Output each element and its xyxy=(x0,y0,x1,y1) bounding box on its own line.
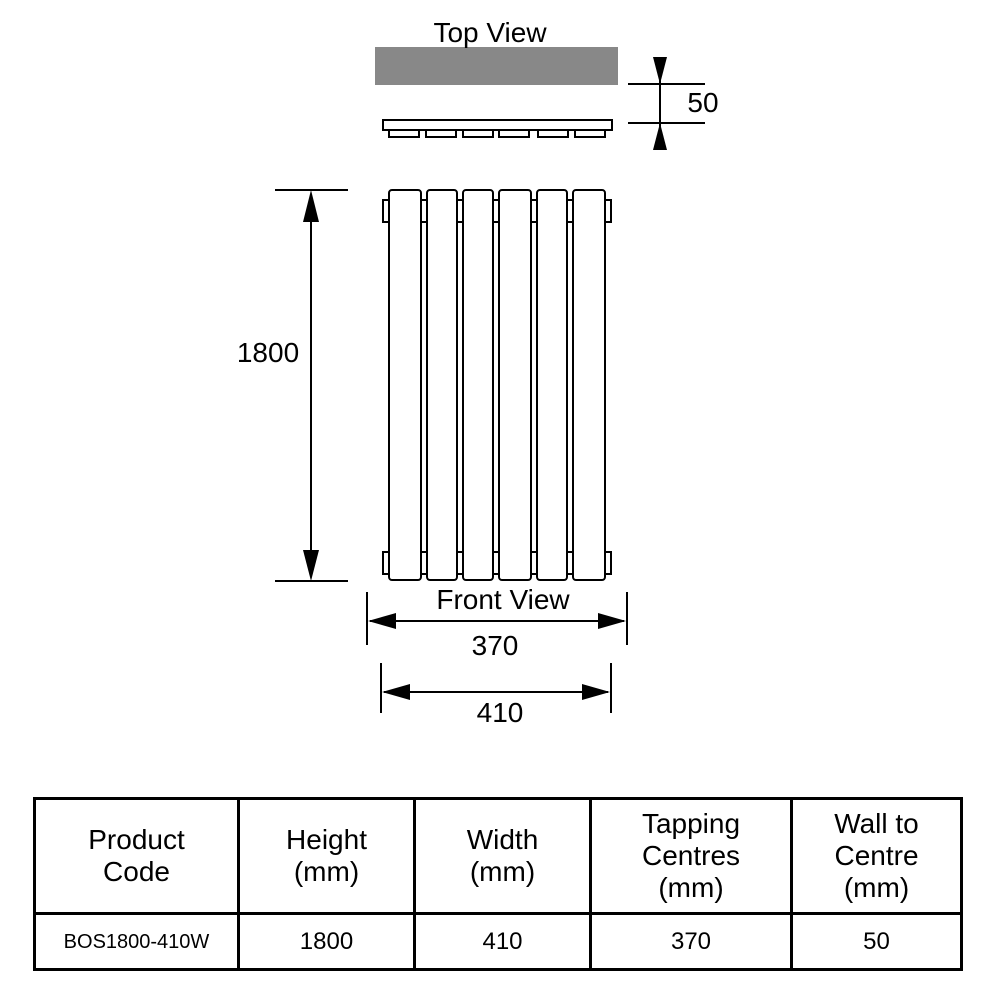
top-view-profile xyxy=(382,119,613,138)
width-label: 410 xyxy=(476,697,524,728)
top-view-panel xyxy=(375,47,618,85)
depth-dimension xyxy=(628,57,705,150)
header-line: Tapping xyxy=(641,808,741,839)
front-view-label: Front View xyxy=(436,584,570,615)
cell-product-code: BOS1800-410W xyxy=(33,912,240,971)
header-line: Centres xyxy=(641,840,741,871)
depth-label: 50 xyxy=(687,87,719,118)
cell-tapping-centres: 370 xyxy=(589,912,793,971)
header-line: Centre xyxy=(834,840,919,871)
width-dimension xyxy=(380,663,612,713)
cell-width: 410 xyxy=(413,912,592,971)
header-line: Width xyxy=(466,824,539,855)
tapping-centres-dimension xyxy=(366,592,628,645)
header-line: Code xyxy=(103,856,170,887)
height-label: 1800 xyxy=(236,337,300,368)
height-dimension xyxy=(275,189,348,582)
tapping-centres-label: 370 xyxy=(471,630,519,661)
table-row: BOS1800-410W 1800 410 370 50 xyxy=(33,912,963,971)
header-line: (mm) xyxy=(469,856,536,887)
front-view-radiator xyxy=(382,189,612,581)
header-height: Height(mm) xyxy=(237,797,416,915)
header-line: (mm) xyxy=(658,872,724,903)
cell-height: 1800 xyxy=(237,912,416,971)
header-line: (mm) xyxy=(843,872,910,903)
header-line: Product xyxy=(88,824,185,855)
header-line: Height xyxy=(286,824,367,855)
header-line: (mm) xyxy=(293,856,360,887)
header-width: Width(mm) xyxy=(413,797,592,915)
top-view-label: Top View xyxy=(433,17,547,48)
cell-wall-to-centre: 50 xyxy=(790,912,963,971)
header-line: Wall to xyxy=(834,808,919,839)
